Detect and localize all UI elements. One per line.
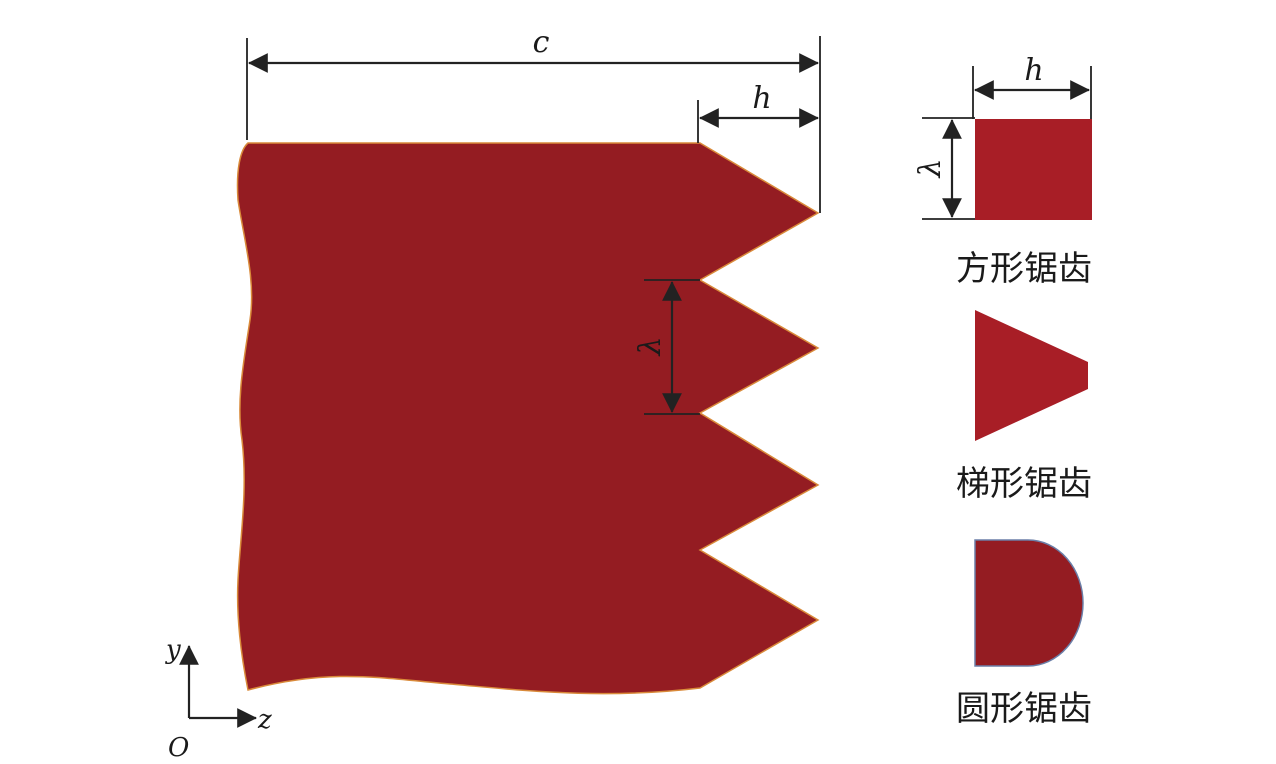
wavelength-label: λ [633,336,668,356]
square-caption: 方形锯齿 [956,249,1092,289]
trapezoid-serration-shape [975,310,1088,441]
origin-label: O [168,733,189,763]
square-serration-shape [975,119,1092,220]
chord-label: c [533,25,550,60]
round-caption: 圆形锯齿 [956,689,1092,729]
height-label: h [752,81,771,116]
serrated-plate [236,142,820,695]
square-height-label: h [1024,53,1043,88]
square-wavelength-label: λ [913,158,948,178]
y-axis-label: y [165,635,181,665]
trapezoid-caption: 梯形锯齿 [956,464,1092,504]
z-axis-label: z [257,705,272,735]
round-serration-shape [974,539,1084,667]
